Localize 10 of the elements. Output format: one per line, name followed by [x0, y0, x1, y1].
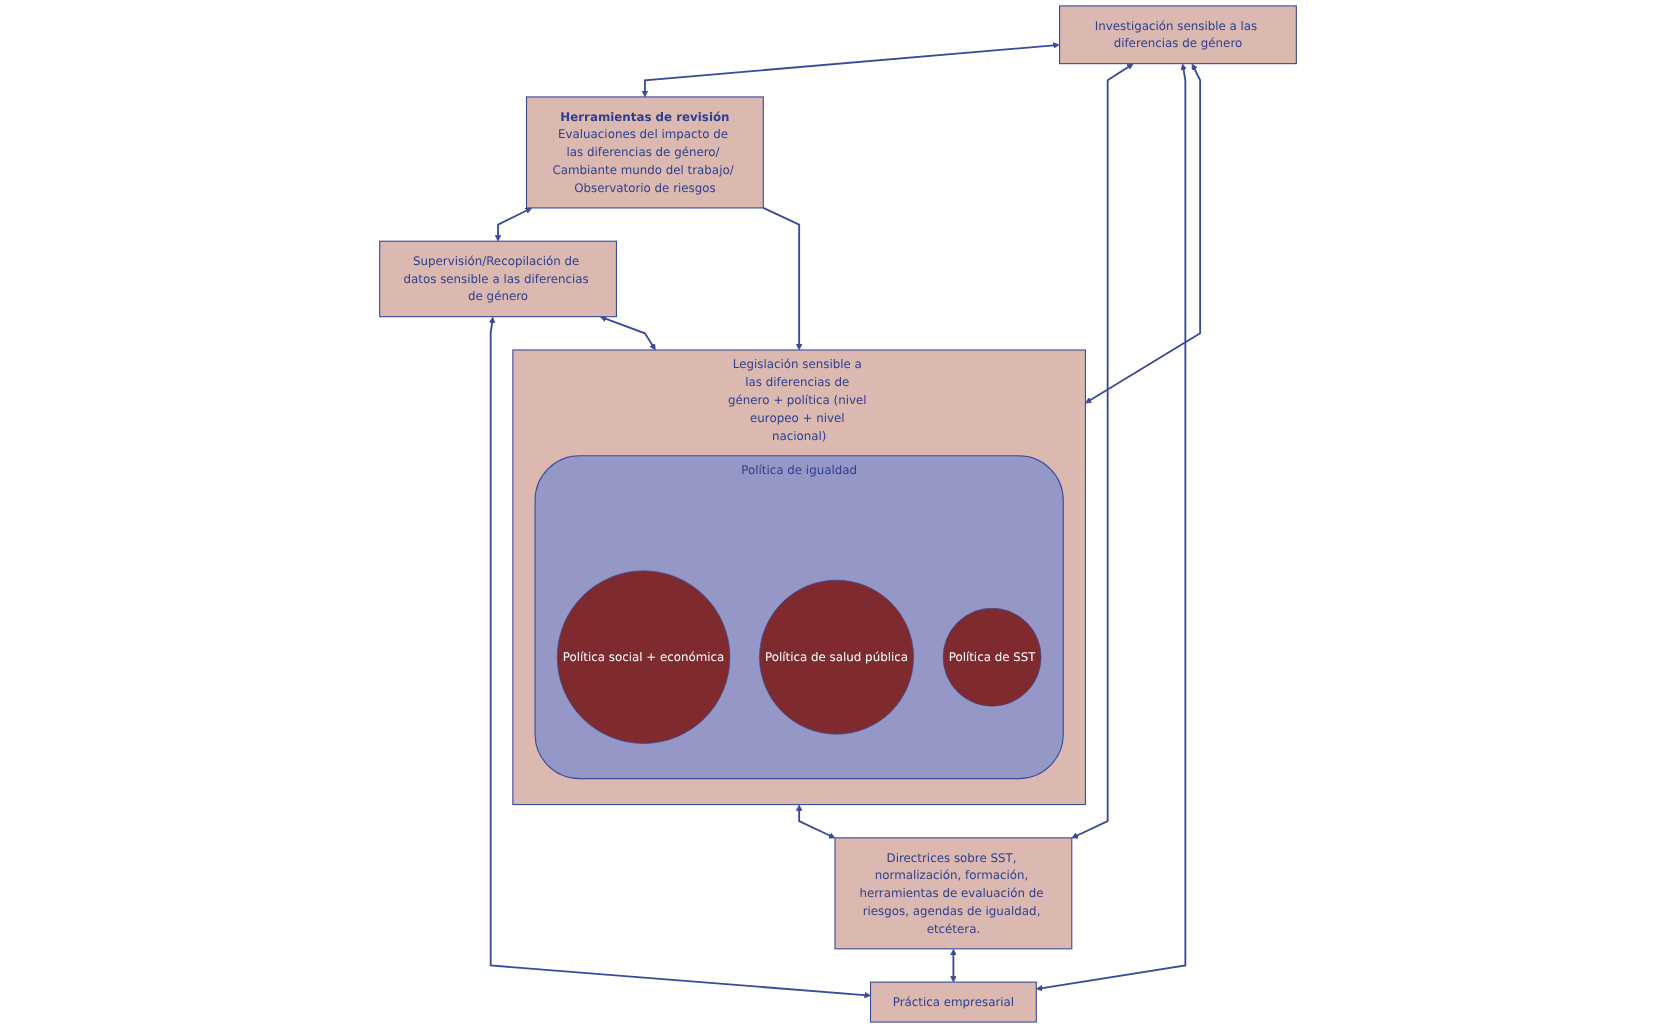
arrow [1071, 63, 1134, 839]
arrow [1085, 63, 1202, 404]
arrow [599, 315, 656, 351]
arrow [641, 42, 1060, 98]
arrow [950, 948, 957, 983]
arrow [762, 206, 803, 351]
arrow [488, 316, 871, 999]
arrow [1036, 63, 1187, 992]
arrow [494, 207, 532, 242]
arrow [795, 804, 836, 839]
